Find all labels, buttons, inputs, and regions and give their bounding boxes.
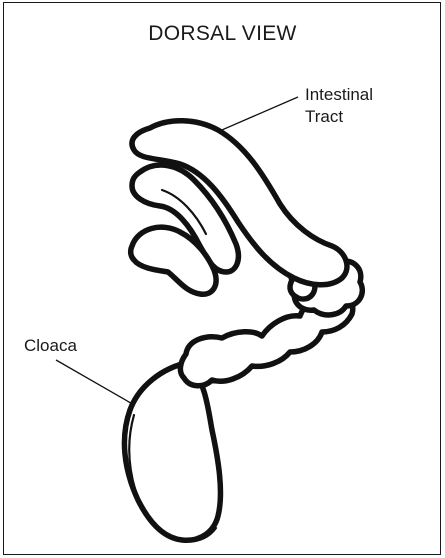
cloaca-shape: [124, 362, 220, 542]
